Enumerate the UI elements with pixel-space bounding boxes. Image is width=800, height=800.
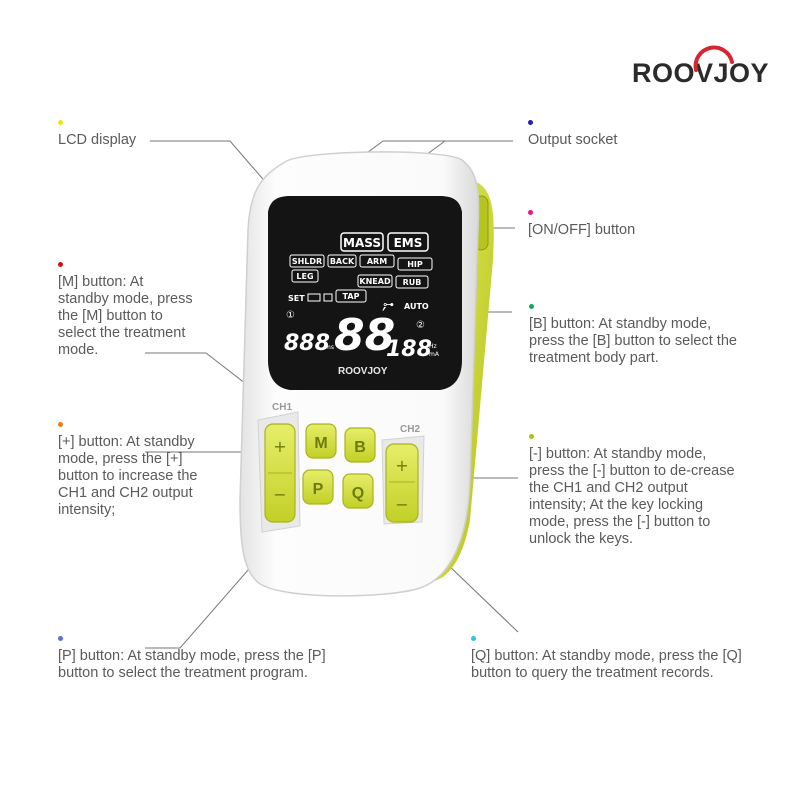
p-button-label: P	[313, 481, 324, 498]
lcd-display: MASS EMS SHLDR BACK ARM HIP LEG KNEAD RU…	[284, 232, 440, 362]
callout-output: Output socket	[528, 120, 708, 149]
lcd-auto: AUTO	[404, 302, 429, 311]
lcd-part-tap: TAP	[343, 292, 360, 301]
ch1-minus-label: −	[273, 485, 286, 504]
p-button: P	[302, 469, 334, 505]
ch1-label: CH1	[272, 402, 292, 413]
lcd-part-back: BACK	[330, 257, 355, 266]
lcd-battery-icon	[307, 293, 321, 302]
device-logo: ROOVJOY	[338, 366, 388, 377]
lcd-timer-icon	[323, 293, 333, 302]
brand-swoosh-icon	[693, 45, 734, 72]
callout-p-dot	[58, 636, 63, 641]
callout-lcd-dot	[58, 120, 63, 125]
lcd-part-rub: RUB	[403, 278, 422, 287]
q-button-label: Q	[352, 485, 364, 502]
callout-m-button: [M] button: At standby mode, press the […	[58, 262, 198, 359]
ch2-rocker: + −	[385, 443, 419, 523]
callout-b-button: [B] button: At standby mode, press the […	[529, 304, 744, 367]
lcd-center-digits: 88	[334, 310, 395, 361]
callout-plus-text: [+] button: At standby mode, press the […	[58, 434, 198, 518]
brand-logo: ROOVJOY	[632, 58, 770, 88]
lcd-part-leg: LEG	[296, 272, 313, 281]
lcd-bezel	[268, 196, 462, 390]
callout-onoff-text: [ON/OFF] button	[528, 222, 636, 238]
callout-q-button: [Q] button: At standby mode, press the […	[471, 636, 746, 682]
lcd-ems: EMS	[394, 236, 423, 250]
side-green-stripe	[430, 180, 494, 582]
ch2-plus-label: +	[395, 456, 408, 475]
lcd-center-mark: ′	[382, 303, 387, 327]
callout-b-dot	[529, 304, 534, 309]
callout-b-text: [B] button: At standby mode, press the […	[529, 316, 737, 366]
callout-plus-button: [+] button: At standby mode, press the […	[58, 422, 198, 519]
lcd-ch2-num: ②	[416, 320, 425, 331]
callout-onoff: [ON/OFF] button	[528, 210, 708, 239]
callout-output-text: Output socket	[528, 132, 618, 148]
lcd-part-hip: HIP	[407, 260, 423, 269]
lcd-right-units-bottom: mA	[429, 351, 440, 358]
lcd-part-knead: KNEAD	[359, 277, 391, 286]
q-button: Q	[342, 473, 374, 509]
lcd-ch1-num: ①	[286, 310, 295, 321]
callout-minus-text: [-] button: At standby mode, press the […	[529, 446, 735, 547]
ch1-rocker: + −	[264, 423, 296, 523]
lcd-right-units-top: Hz	[429, 343, 437, 350]
callout-q-text: [Q] button: At standby mode, press the […	[471, 648, 742, 681]
lcd-right-digits: 188	[386, 337, 432, 362]
ch2-label: CH2	[400, 424, 420, 435]
callout-lcd: LCD display	[58, 120, 208, 149]
callout-m-text: [M] button: At standby mode, press the […	[58, 274, 193, 358]
callout-m-dot	[58, 262, 63, 267]
lcd-set: SET	[288, 294, 305, 303]
callout-onoff-dot	[528, 210, 533, 215]
m-button-label: M	[314, 435, 327, 452]
b-button: B	[344, 427, 376, 463]
callout-q-dot	[471, 636, 476, 641]
callout-p-button: [P] button: At standby mode, press the […	[58, 636, 328, 682]
ch1-plus-label: +	[273, 437, 286, 456]
b-button-label: B	[354, 439, 366, 456]
lcd-part-arm: ARM	[367, 257, 387, 266]
lcd-left-digits: 888	[284, 331, 330, 356]
ch2-minus-label: −	[395, 495, 408, 514]
callout-minus-dot	[529, 434, 534, 439]
lcd-part-shldr: SHLDR	[292, 257, 322, 266]
callout-p-text: [P] button: At standby mode, press the […	[58, 648, 326, 681]
lcd-left-units: ms	[325, 344, 334, 351]
callout-plus-dot	[58, 422, 63, 427]
m-button: M	[305, 423, 337, 459]
callout-output-dot	[528, 120, 533, 125]
lcd-lock-icon: ⊶	[383, 298, 394, 311]
callout-lcd-text: LCD display	[58, 132, 137, 148]
lcd-mass: MASS	[343, 236, 381, 250]
callout-minus-button: [-] button: At standby mode, press the […	[529, 434, 744, 548]
